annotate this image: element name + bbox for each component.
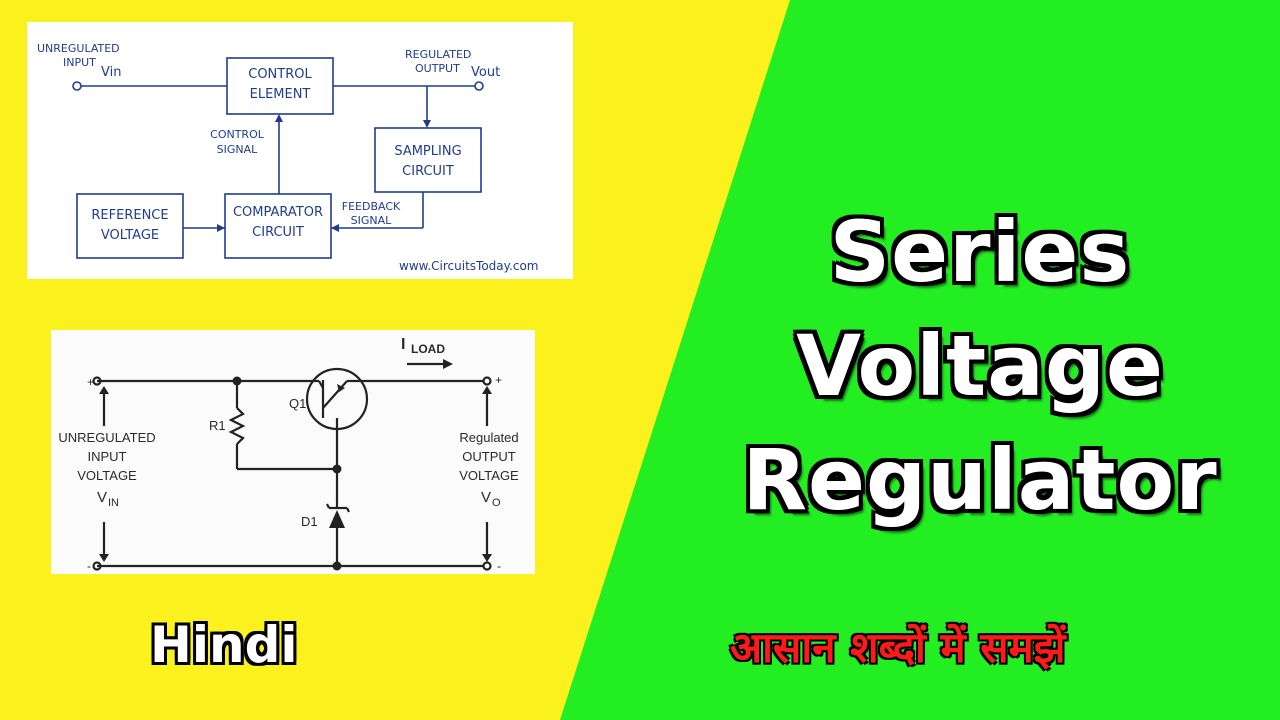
unregulated-input-label-line1: UNREGULATED (37, 42, 120, 55)
output-plus-sign: + (495, 373, 502, 387)
sampling-circuit-label-line2: CIRCUIT (402, 164, 454, 179)
title-line-voltage: Voltage (796, 317, 1164, 415)
vout-label: Vout (471, 65, 500, 80)
regulated-output-label-line2: OUTPUT (415, 62, 460, 75)
vo-label: V (481, 489, 491, 506)
regulated-output-voltage-line2: OUTPUT (462, 449, 516, 464)
comparator-circuit-label-line1: COMPARATOR (233, 205, 323, 220)
input-minus-sign: - (87, 559, 91, 573)
regulated-output-label-line1: REGULATED (405, 48, 471, 61)
vo-subscript: O (492, 497, 501, 509)
series-regulator-schematic: I LOAD Q1 R1 D1 + - + - UNREGULATED INPU… (58, 336, 519, 573)
unregulated-input-voltage-line3: VOLTAGE (77, 468, 137, 483)
title-line-series: Series (829, 203, 1131, 301)
regulated-output-voltage-line3: VOLTAGE (459, 468, 519, 483)
control-element-label-line2: ELEMENT (250, 87, 311, 102)
block-diagram: UNREGULATED INPUT Vin REGULATED OUTPUT V… (37, 42, 538, 273)
q1-label: Q1 (289, 396, 306, 411)
hindi-subtitle: आसान शब्दों में समझें (730, 623, 1066, 672)
control-signal-label-line2: SIGNAL (217, 143, 259, 156)
input-plus-sign: + (87, 375, 94, 389)
r1-label: R1 (209, 418, 226, 433)
unregulated-input-label-line2: INPUT (63, 56, 96, 69)
feedback-signal-label-line2: SIGNAL (351, 214, 393, 227)
vin-label: V (97, 489, 107, 506)
title-line-regulator: Regulator (742, 431, 1218, 529)
reference-voltage-label-line1: REFERENCE (91, 208, 168, 223)
circuitstoday-watermark: www.CircuitsToday.com (399, 259, 538, 273)
regulated-output-voltage-line1: Regulated (459, 430, 518, 445)
reference-voltage-label-line2: VOLTAGE (101, 228, 159, 243)
comparator-circuit-label-line2: CIRCUIT (252, 225, 304, 240)
iload-subscript: LOAD (411, 342, 445, 356)
iload-label: I (401, 336, 405, 353)
schematic-panel: I LOAD Q1 R1 D1 + - + - UNREGULATED INPU… (51, 330, 535, 574)
output-minus-sign: - (497, 559, 501, 573)
vin-label: Vin (101, 65, 121, 80)
control-element-label-line1: CONTROL (248, 67, 312, 82)
control-signal-label-line1: CONTROL (210, 128, 265, 141)
language-label: Hindi (150, 616, 298, 674)
block-diagram-panel: UNREGULATED INPUT Vin REGULATED OUTPUT V… (27, 22, 573, 279)
vin-subscript: IN (108, 497, 119, 509)
feedback-signal-label-line1: FEEDBACK (342, 200, 401, 213)
d1-label: D1 (301, 514, 318, 529)
unregulated-input-voltage-line1: UNREGULATED (58, 430, 155, 445)
sampling-circuit-label-line1: SAMPLING (394, 144, 461, 159)
unregulated-input-voltage-line2: INPUT (88, 449, 127, 464)
